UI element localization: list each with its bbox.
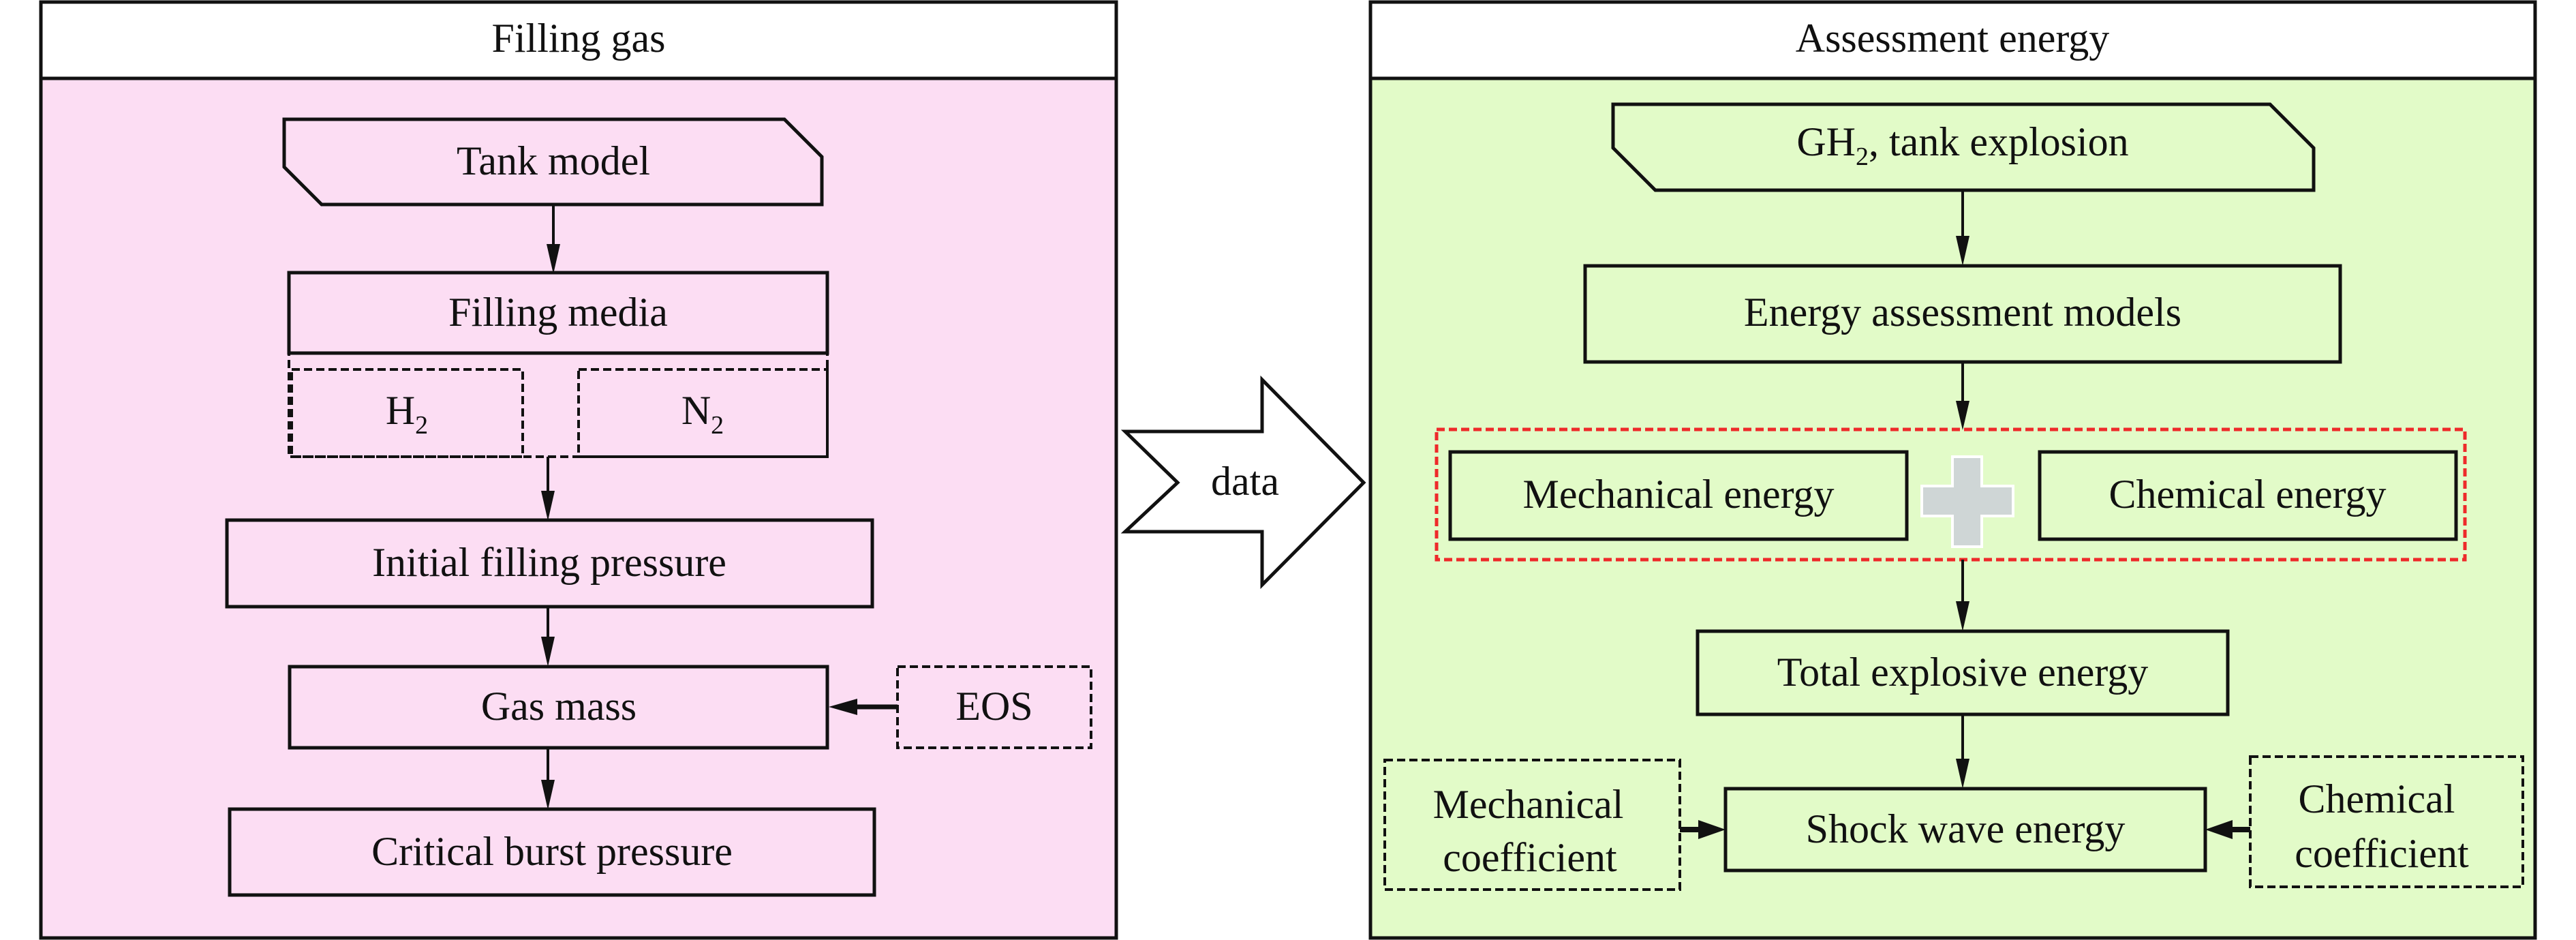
- critical-burst-pressure-label: Critical burst pressure: [371, 829, 733, 874]
- data-label: data: [1211, 459, 1279, 504]
- big-arrow-icon: [1120, 375, 1366, 590]
- mechanical-coefficient-label: Mechanical coefficient: [1433, 782, 1634, 880]
- gh2-tank-explosion-label: GH2, tank explosion: [1796, 119, 2128, 171]
- chemical-energy-label: Chemical energy: [2109, 472, 2386, 517]
- h2-option-box: [290, 368, 524, 458]
- filling-gas-panel: Filling gas Tank model Filling media H2 …: [39, 0, 1118, 940]
- filling-media-group: [288, 271, 829, 458]
- mechanical-coefficient-box: [1383, 759, 1681, 891]
- filling-gas-title: Filling gas: [491, 16, 665, 61]
- total-explosive-energy-label: Total explosive energy: [1777, 650, 2149, 695]
- n2-option-box: [577, 368, 829, 458]
- filling-media-box: [287, 271, 829, 355]
- gas-mass-label: Gas mass: [481, 684, 637, 729]
- tank-model-shape: [282, 117, 824, 207]
- critical-burst-pressure-box: [228, 807, 876, 897]
- arrowhead-icon: [541, 637, 555, 667]
- h2-option-label: H2: [386, 388, 428, 440]
- eos-label: EOS: [955, 684, 1032, 729]
- assessment-energy-panel-header: [1368, 0, 2537, 80]
- mechanical-energy-box: [1448, 450, 1909, 541]
- plus-icon: [1920, 455, 2014, 548]
- initial-filling-pressure-box: [225, 518, 874, 609]
- chemical-energy-box: [2038, 450, 2458, 541]
- gh2-tank-explosion-shape: [1611, 102, 2316, 192]
- arrowhead-icon: [2205, 820, 2233, 839]
- arrowhead-icon: [541, 491, 555, 521]
- assessment-energy-panel: Assessment energy GH2, tank explosion En…: [1368, 0, 2537, 940]
- arrowhead-icon: [541, 780, 555, 810]
- chemical-coefficient-box: [2249, 755, 2524, 888]
- arrowhead-icon: [829, 699, 857, 715]
- energy-assessment-models-label: Energy assessment models: [1744, 290, 2181, 335]
- data-transfer-arrow: data: [1120, 375, 1366, 590]
- filling-gas-panel-header: [39, 0, 1118, 80]
- arrowhead-icon: [1956, 236, 1969, 266]
- arrowhead-icon: [1956, 759, 1969, 789]
- gas-mass-box: [288, 665, 829, 750]
- n2-option-label: N2: [681, 388, 724, 440]
- initial-filling-pressure-label: Initial filling pressure: [372, 540, 726, 585]
- arrowhead-icon: [1956, 601, 1969, 631]
- arrowhead-icon: [1698, 820, 1726, 839]
- chemical-coefficient-label: Chemical coefficient: [2295, 776, 2469, 876]
- filling-media-label: Filling media: [448, 290, 668, 335]
- arrowhead-icon: [547, 244, 560, 274]
- filling-gas-panel-body: [39, 76, 1118, 940]
- assessment-energy-title: Assessment energy: [1796, 16, 2110, 61]
- shock-wave-energy-label: Shock wave energy: [1806, 806, 2126, 851]
- energy-components-group: [1435, 427, 2467, 562]
- tank-model-label: Tank model: [457, 138, 650, 183]
- arrowhead-icon: [1956, 401, 1969, 430]
- mechanical-energy-label: Mechanical energy: [1522, 472, 1834, 517]
